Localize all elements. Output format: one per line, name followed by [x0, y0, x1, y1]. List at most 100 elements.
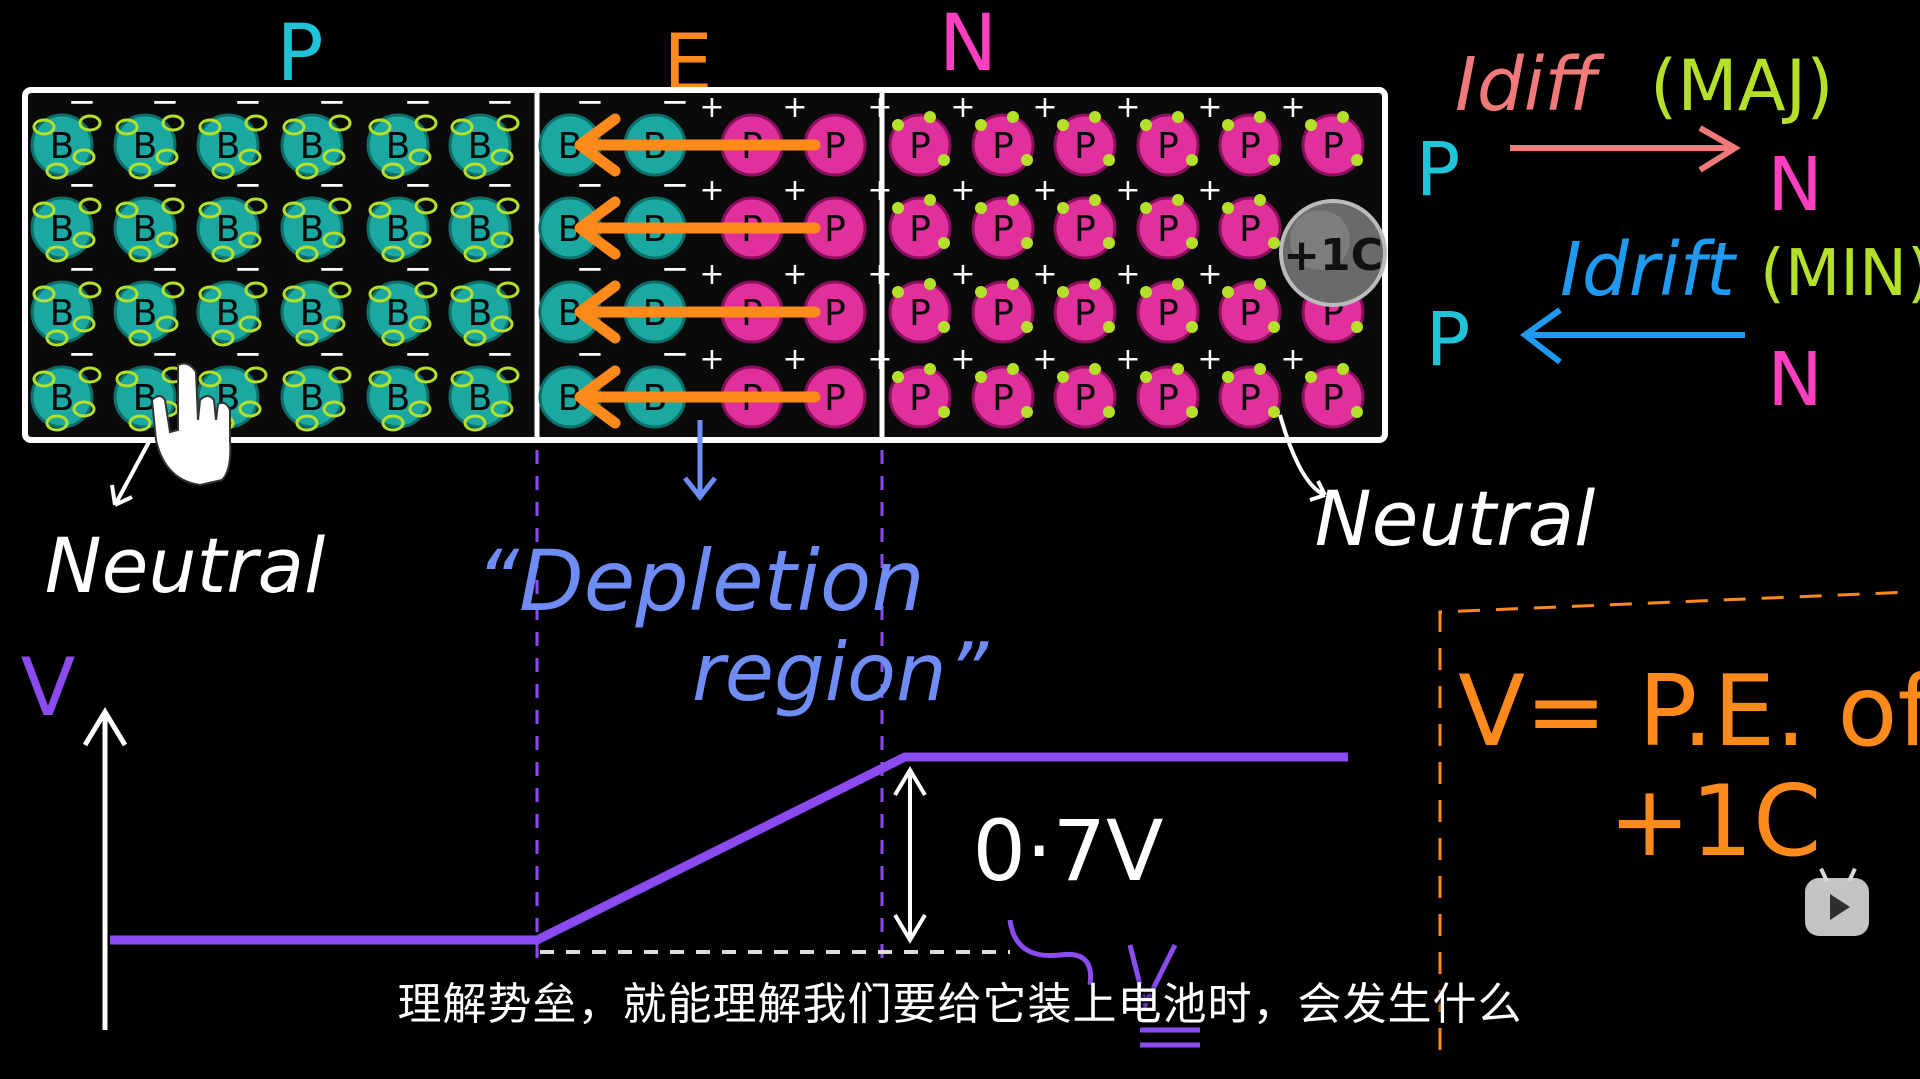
- hand-cursor-icon: [150, 362, 232, 487]
- boron-symbol: B: [50, 293, 75, 334]
- hole-icon: [450, 285, 474, 303]
- positive-charge: +: [867, 342, 892, 377]
- hole-icon: [381, 245, 405, 263]
- idrift-to: N: [1767, 337, 1822, 423]
- positive-charge: +: [699, 342, 724, 377]
- free-electron-icon: [975, 286, 987, 298]
- phosphorus-symbol: P: [992, 209, 1014, 250]
- positive-charge: +: [950, 342, 975, 377]
- phosphorus-symbol: P: [909, 293, 931, 334]
- free-electron-icon: [1057, 202, 1069, 214]
- hole-icon: [496, 197, 520, 215]
- hole-icon: [463, 329, 487, 347]
- idrift-label: Idrift: [1560, 227, 1738, 313]
- free-electron-icon: [1007, 363, 1019, 375]
- hole-icon: [381, 414, 405, 432]
- drift-current: Idrift (MIN) P N: [1426, 227, 1920, 423]
- free-electron-icon: [1222, 202, 1234, 214]
- negative-charge: −: [576, 249, 605, 289]
- phosphorus-atom: P: [803, 113, 867, 177]
- positive-charge: +: [867, 90, 892, 125]
- free-electron-icon: [924, 111, 936, 123]
- hole-icon: [115, 118, 139, 136]
- phosphorus-symbol: P: [1239, 378, 1261, 419]
- free-electron-icon: [924, 194, 936, 206]
- phosphorus-atom: P: [888, 365, 952, 429]
- free-electron-icon: [924, 363, 936, 375]
- boron-atom: B: [113, 280, 177, 344]
- hole-icon: [450, 370, 474, 388]
- hole-icon: [490, 400, 514, 418]
- hole-icon: [198, 370, 222, 388]
- free-electron-icon: [1305, 119, 1317, 131]
- free-electron-icon: [1254, 278, 1266, 290]
- hole-icon: [368, 118, 392, 136]
- phosphorus-symbol: P: [1074, 378, 1096, 419]
- video-play-icon[interactable]: [1805, 878, 1869, 936]
- positive-charge: +: [1032, 90, 1057, 125]
- free-electron-icon: [1222, 371, 1234, 383]
- phosphorus-atom: P: [888, 280, 952, 344]
- depletion-label-line1: “Depletion: [475, 532, 924, 630]
- hole-icon: [155, 315, 179, 333]
- phosphorus-atom: P: [1218, 365, 1282, 429]
- positive-charge: +: [782, 90, 807, 125]
- negative-charge: −: [576, 334, 605, 374]
- hole-icon: [161, 197, 185, 215]
- free-electron-icon: [938, 406, 950, 418]
- boron-symbol: B: [300, 209, 325, 250]
- hole-icon: [238, 315, 262, 333]
- phosphorus-atom: P: [1053, 280, 1117, 344]
- boron-symbol: B: [468, 378, 493, 419]
- hole-icon: [414, 366, 438, 384]
- boron-atom: B: [30, 196, 94, 260]
- test-charge-label: +1C: [1283, 230, 1383, 281]
- boron-atom: B: [448, 113, 512, 177]
- hole-icon: [490, 315, 514, 333]
- hole-icon: [211, 245, 235, 263]
- negative-charge: −: [661, 249, 690, 289]
- boron-symbol: B: [300, 126, 325, 167]
- diffusion-current: Idiff (MAJ) P N: [1416, 42, 1834, 228]
- hole-icon: [161, 114, 185, 132]
- boron-atom: B: [30, 113, 94, 177]
- positive-charge: +: [782, 257, 807, 292]
- phosphorus-atom: P: [1136, 196, 1200, 260]
- hole-icon: [282, 201, 306, 219]
- hole-icon: [238, 400, 262, 418]
- phosphorus-atom: P: [888, 113, 952, 177]
- electric-field-arrows: [574, 113, 821, 429]
- free-electron-icon: [1268, 321, 1280, 333]
- positive-charge: +: [1197, 257, 1222, 292]
- hole-icon: [128, 329, 152, 347]
- free-electron-icon: [1021, 406, 1033, 418]
- hole-icon: [198, 201, 222, 219]
- hole-icon: [408, 315, 432, 333]
- hole-icon: [368, 285, 392, 303]
- hole-icon: [463, 162, 487, 180]
- hole-icon: [450, 118, 474, 136]
- boron-symbol: B: [133, 209, 158, 250]
- boron-atom: B: [280, 113, 344, 177]
- phosphorus-symbol: P: [824, 293, 846, 334]
- free-electron-icon: [1351, 154, 1363, 166]
- phosphorus-symbol: P: [1239, 209, 1261, 250]
- boron-atom: B: [366, 113, 430, 177]
- hole-icon: [45, 414, 69, 432]
- hole-icon: [45, 245, 69, 263]
- hole-icon: [496, 366, 520, 384]
- positive-charge: +: [950, 257, 975, 292]
- hole-icon: [463, 414, 487, 432]
- hole-icon: [128, 245, 152, 263]
- hole-icon: [328, 197, 352, 215]
- phosphorus-atom: P: [1218, 196, 1282, 260]
- boron-atom: B: [366, 196, 430, 260]
- phosphorus-symbol: P: [1322, 126, 1344, 167]
- boron-atom: B: [280, 280, 344, 344]
- hole-icon: [414, 114, 438, 132]
- phosphorus-atom: P: [971, 365, 1035, 429]
- neutral-left-label: Neutral: [45, 521, 326, 610]
- free-electron-icon: [1351, 321, 1363, 333]
- phosphorus-symbol: P: [1239, 126, 1261, 167]
